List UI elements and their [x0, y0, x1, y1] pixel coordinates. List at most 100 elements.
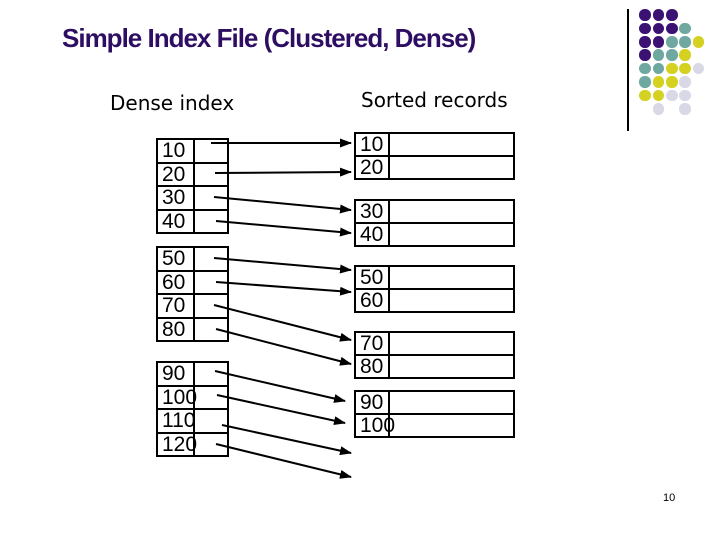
record-key-cell: 30 — [356, 201, 390, 222]
slide-title: Simple Index File (Clustered, Dense) — [62, 23, 476, 53]
index-pointer-cell — [195, 272, 227, 294]
record-row: 100 — [356, 413, 513, 436]
decoration-dot — [679, 22, 691, 35]
index-pointer-cell — [195, 363, 227, 385]
index-row: 50 — [158, 248, 227, 270]
index-pointer-cell — [195, 319, 227, 341]
pointer-arrow — [214, 167, 352, 177]
record-row: 90 — [356, 392, 513, 413]
record-key-cell: 10 — [356, 134, 390, 155]
index-pointer-cell — [195, 248, 227, 270]
record-row: 50 — [356, 267, 513, 288]
record-data-cell — [390, 356, 513, 377]
decoration-dot — [679, 49, 691, 61]
decoration-dot — [639, 22, 651, 35]
record-row: 40 — [356, 222, 513, 245]
index-row: 90 — [158, 363, 227, 385]
index-key-cell: 120 — [158, 433, 197, 455]
index-row: 100 — [158, 384, 227, 409]
index-key-cell: 90 — [158, 363, 195, 385]
decoration-dot — [639, 9, 651, 21]
index-key-cell: 20 — [158, 163, 195, 185]
decoration-dot — [666, 76, 678, 88]
index-row: 60 — [158, 269, 227, 294]
index-row: 80 — [158, 316, 227, 341]
pointer-arrow — [215, 281, 352, 296]
decoration-dot — [679, 103, 691, 115]
decoration-dot — [652, 89, 665, 102]
decoration-dot — [666, 36, 678, 48]
record-key-cell: 20 — [356, 157, 390, 178]
decoration-dot — [666, 62, 678, 75]
pointer-arrow — [215, 328, 352, 366]
record-data-cell — [390, 201, 513, 222]
record-key-cell: 80 — [356, 356, 390, 377]
pointer-arrow — [213, 304, 352, 342]
record-key-cell: 70 — [356, 333, 390, 354]
index-pointer-cell — [195, 187, 227, 209]
index-pointer-cell — [195, 164, 227, 186]
template-divider-line — [627, 9, 629, 131]
record-data-cell — [390, 333, 513, 354]
decoration-dot — [652, 36, 665, 48]
record-row: 60 — [356, 288, 513, 311]
decoration-dot — [666, 49, 678, 61]
record-row: 70 — [356, 333, 513, 354]
decoration-dot — [652, 49, 665, 61]
index-key-cell: 70 — [158, 295, 195, 317]
index-key-cell: 60 — [158, 271, 195, 293]
record-key-cell: 90 — [356, 392, 390, 413]
index-pointer-cell — [195, 140, 227, 162]
decoration-dot — [639, 76, 651, 88]
page-number: 10 — [663, 492, 676, 504]
decoration-dot — [639, 62, 651, 75]
record-data-cell — [390, 134, 513, 155]
index-row: 40 — [158, 208, 227, 233]
decoration-dot — [639, 49, 651, 61]
index-key-cell: 80 — [158, 318, 195, 340]
pointer-arrow — [221, 424, 352, 456]
index-pointer-cell — [195, 211, 227, 233]
index-key-cell: 10 — [158, 140, 195, 162]
record-data-cell — [390, 157, 513, 178]
record-data-cell — [390, 290, 513, 311]
pointer-arrow — [214, 370, 346, 403]
decoration-dot — [652, 9, 665, 21]
index-row: 20 — [158, 161, 227, 186]
record-row: 30 — [356, 201, 513, 222]
record-row: 20 — [356, 155, 513, 178]
decoration-dot — [666, 22, 678, 35]
sorted-records-label: Sorted records — [361, 88, 508, 112]
record-row: 80 — [356, 354, 513, 377]
index-pointer-cell — [195, 295, 227, 317]
dense-index-label: Dense index — [110, 91, 235, 115]
record-data-cell — [390, 267, 513, 288]
index-pointer-cell — [195, 410, 227, 432]
decoration-dot — [652, 76, 665, 88]
pointer-arrow — [215, 443, 352, 479]
index-key-cell: 110 — [158, 410, 195, 432]
record-data-cell — [390, 392, 513, 413]
decoration-dot — [692, 62, 705, 75]
decoration-dot — [639, 89, 651, 102]
index-row: 10 — [158, 140, 227, 162]
pointer-arrow — [213, 196, 352, 214]
index-pointer-cell — [195, 387, 227, 409]
record-key-cell: 50 — [356, 267, 390, 288]
index-key-cell: 100 — [158, 386, 197, 408]
pointer-arrow — [215, 220, 352, 237]
decoration-dot — [639, 36, 651, 48]
decoration-dot — [652, 62, 665, 75]
decoration-dot — [679, 62, 691, 75]
record-key-cell: 40 — [356, 224, 390, 245]
index-row: 30 — [158, 185, 227, 209]
record-row: 10 — [356, 134, 513, 155]
